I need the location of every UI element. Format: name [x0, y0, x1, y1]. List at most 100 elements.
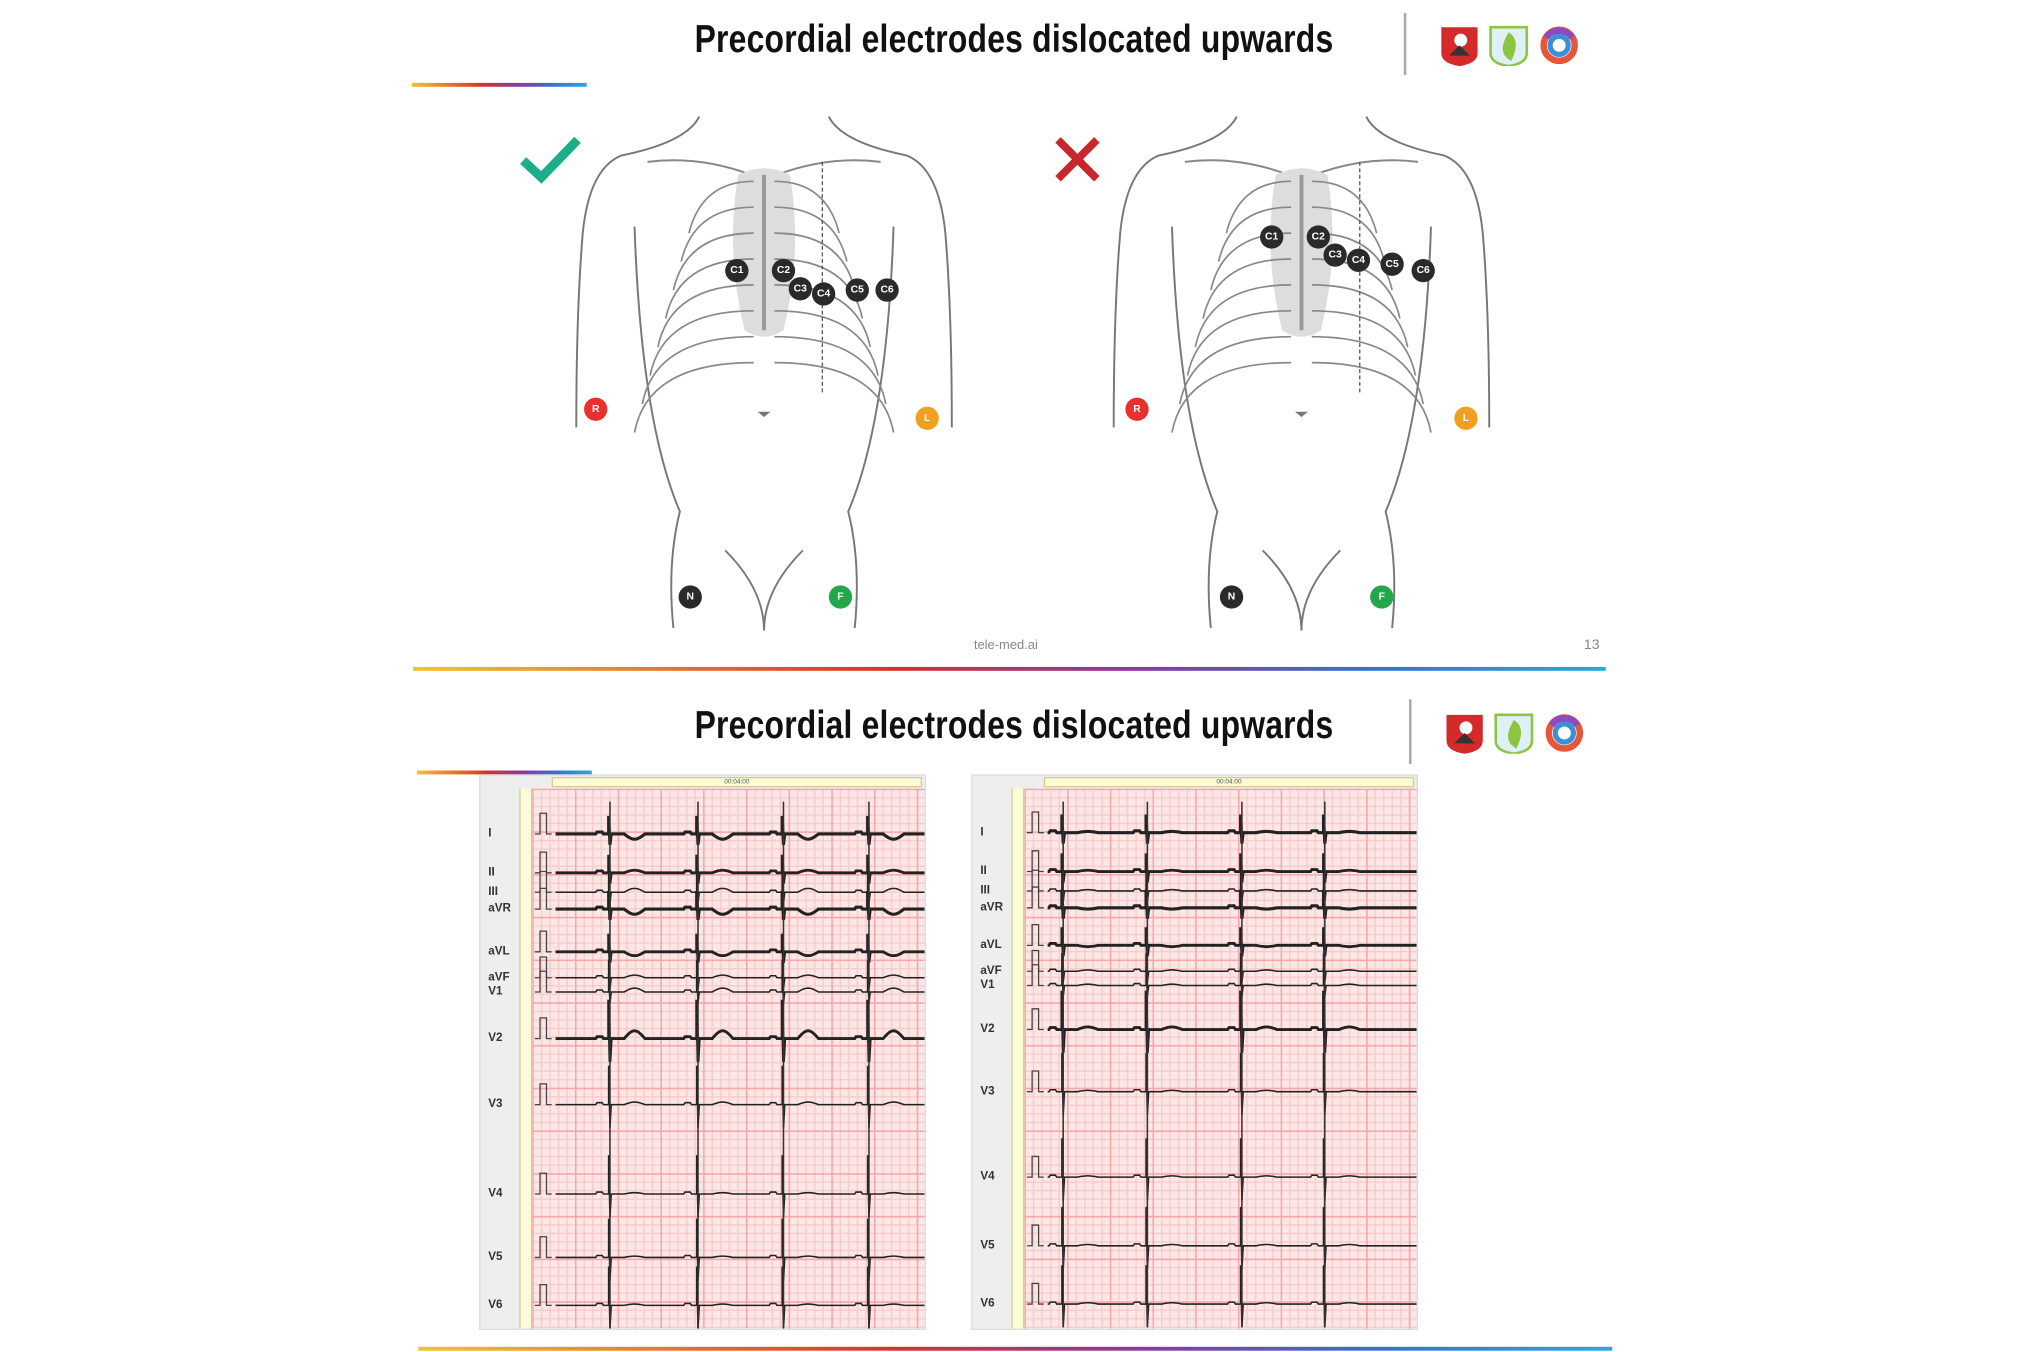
leaf-emblem-logo — [1488, 25, 1529, 68]
moscow-coat-of-arms-logo — [1444, 712, 1485, 754]
calibration-pulse — [534, 956, 552, 979]
ecg-traces — [1026, 801, 1417, 1328]
ecg-trace-v5 — [1047, 1206, 1417, 1270]
electrode-n: N — [678, 585, 702, 609]
lead-label-iii: III — [980, 883, 991, 897]
electrode-c1: C1 — [1260, 225, 1284, 249]
lead-label-v1: V1 — [488, 984, 503, 998]
electrode-c3: C3 — [788, 277, 812, 301]
lead-label-avf: aVF — [488, 969, 510, 983]
accent-line — [416, 770, 592, 775]
lead-label-v3: V3 — [488, 1096, 503, 1110]
ecg-timestamp: 00:04:00 — [551, 777, 923, 788]
ecg-trace-v4 — [555, 1155, 925, 1218]
ecg-trace-v2 — [1047, 990, 1417, 1053]
calibration-pulse — [534, 1283, 552, 1307]
calibration-pulse — [534, 887, 552, 910]
ecg-trace-i — [1047, 814, 1417, 844]
ecg-trace-v6 — [1047, 1265, 1417, 1328]
ring-logo — [1538, 25, 1579, 66]
calibration-pulse — [534, 812, 552, 835]
lead-label-i: I — [980, 824, 984, 838]
calibration-pulse — [534, 970, 552, 993]
lead-label-avl: aVL — [488, 944, 510, 958]
calibration-pulse — [1026, 850, 1044, 873]
ecg-trace-ii — [1047, 853, 1417, 883]
calibration-pulse — [1026, 923, 1044, 946]
check-icon — [518, 135, 583, 191]
electrode-c1: C1 — [725, 259, 749, 283]
ecg-trace-avl — [555, 933, 925, 963]
ecg-trace-v5 — [555, 1218, 925, 1281]
calibration-pulse — [1026, 811, 1044, 834]
electrode-l: L — [1454, 406, 1478, 430]
electrode-r: R — [1125, 397, 1149, 421]
ecg-trace-v4 — [1047, 1138, 1417, 1201]
ecg-trace-v3 — [1047, 1052, 1417, 1116]
calibration-pulse — [534, 1083, 552, 1106]
ecg-trace-ii — [555, 854, 925, 884]
calibration-pulse — [534, 851, 552, 874]
ecg-traces — [534, 801, 925, 1329]
lead-label-ii: II — [980, 863, 987, 877]
lead-label-iii: III — [488, 884, 498, 898]
ecg-trace-iii — [555, 874, 925, 904]
slide-separator — [413, 666, 1606, 671]
lead-label-v3: V3 — [980, 1083, 995, 1097]
ecg-trace-avr — [1047, 889, 1417, 919]
ecg-grid — [1024, 788, 1417, 1329]
ecg-timestamp: 00:04:00 — [1043, 777, 1415, 788]
lead-label-avf: aVF — [980, 963, 1002, 977]
ecg-trace-v1 — [1047, 967, 1417, 997]
slide-title: Precordial electrodes dislocated upwards — [694, 704, 1334, 748]
ecg-ruler — [1011, 788, 1025, 1329]
electrode-c4: C4 — [1346, 248, 1371, 272]
ecg-trace-v2 — [555, 999, 925, 1062]
lead-label-v5: V5 — [980, 1238, 995, 1251]
calibration-pulse — [534, 1236, 552, 1259]
header-divider — [1408, 699, 1412, 765]
calibration-pulse — [1026, 1070, 1044, 1093]
ecg-trace-iii — [1047, 872, 1417, 902]
page-number: 13 — [1583, 637, 1600, 653]
calibration-pulse — [1026, 949, 1044, 972]
calibration-pulse — [1026, 1155, 1044, 1178]
electrode-l: L — [915, 406, 939, 430]
electrode-f: F — [1370, 585, 1394, 609]
body-outline — [575, 116, 953, 631]
leaf-emblem-logo — [1493, 712, 1534, 755]
electrode-c2: C2 — [771, 259, 796, 283]
lead-label-avl: aVL — [980, 937, 1002, 951]
electrode-c5: C5 — [845, 278, 869, 302]
ecg-trace-i — [555, 815, 925, 846]
calibration-pulse — [1026, 886, 1044, 909]
calibration-pulse — [534, 930, 552, 953]
ecg-trace-avl — [1047, 927, 1417, 957]
lead-label-avr: aVR — [488, 901, 511, 915]
moscow-coat-of-arms-logo — [1439, 25, 1480, 67]
cross-icon — [1053, 135, 1102, 191]
lead-label-v2: V2 — [488, 1030, 503, 1044]
calibration-pulse — [1026, 1224, 1044, 1247]
electrode-c6: C6 — [1411, 259, 1435, 283]
ecg-trace-avf — [1047, 953, 1417, 983]
lead-label-v1: V1 — [980, 977, 995, 991]
ecg-ruler — [519, 788, 533, 1329]
lead-label-v2: V2 — [980, 1021, 995, 1035]
lead-label-i: I — [488, 826, 492, 840]
accent-line — [411, 82, 587, 87]
ecg-trace-avf — [555, 959, 925, 989]
electrode-c6: C6 — [875, 278, 899, 302]
calibration-pulse — [1026, 869, 1044, 892]
ecg-grid — [532, 788, 925, 1329]
ecg-trace-v1 — [555, 973, 925, 1003]
footer-site: tele-med.ai — [973, 638, 1038, 653]
ring-logo — [1544, 712, 1585, 753]
electrode-c2: C2 — [1306, 225, 1330, 249]
lead-label-v6: V6 — [980, 1296, 995, 1310]
calibration-pulse — [534, 870, 552, 893]
